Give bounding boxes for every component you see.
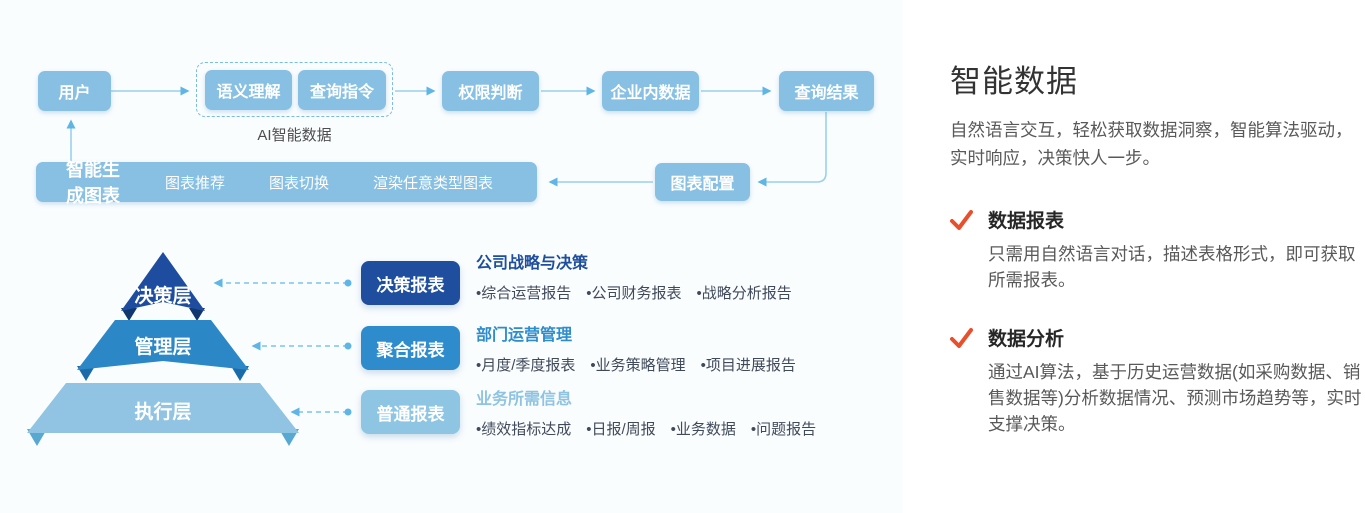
report-desc-normal: 业务所需信息 •绩效指标达成 •日报/周报 •业务数据 •问题报告 (476, 391, 896, 439)
report-button-normal: 普通报表 (361, 390, 460, 434)
flow-node-semantic: 语义理解 (205, 70, 292, 110)
pyramid-mid-foot-right (231, 366, 249, 381)
pyramid: 决策层 管理层 执行层 (27, 252, 299, 446)
arrow-result-to-config (757, 112, 827, 187)
report-desc-title: 公司战略与决策 (476, 255, 589, 272)
page-title: 智能数据 (950, 64, 1078, 99)
diagram-panel: 决策层 管理层 执行层 用户 语义理解 查询指令 AI智能数据 权限判断 企业内… (27, 62, 896, 446)
report-button-aggregate: 聚合报表 (361, 326, 460, 370)
generate-feature-recommend: 图表推荐 (164, 174, 225, 192)
report-desc-items: •绩效指标达成 •日报/周报 •业务数据 •问题报告 (476, 421, 817, 438)
feature-title: 数据报表 (988, 211, 1065, 233)
ai-group-label: AI智能数据 (257, 127, 332, 144)
report-desc-title: 业务所需信息 (476, 391, 573, 408)
pyramid-label-decision: 决策层 (134, 284, 191, 307)
feature-list: 数据报表 只需用自然语言对话，描述表格形式，即可获取所需报表。 数据分析 通过A… (950, 206, 1362, 437)
flow-arrows (66, 86, 827, 187)
flow-node-query-result: 查询结果 (779, 71, 874, 111)
diagram-overlay: 决策层 管理层 执行层 (27, 86, 827, 446)
feature-title: 数据分析 (988, 329, 1065, 351)
feature-data-report: 数据报表 只需用自然语言对话，描述表格形式，即可获取所需报表。 (950, 206, 1362, 294)
pyramid-label-execution: 执行层 (134, 400, 191, 423)
report-desc-aggregate: 部门运营管理 •月度/季度报表 •业务策略管理 •项目进展报告 (476, 327, 896, 375)
info-panel: 智能数据 自然语言交互，轻松获取数据洞察，智能算法驱动，实时响应，决策快人一步。… (950, 56, 1362, 468)
pyramid-connectors (213, 278, 348, 417)
flow-node-permission: 权限判断 (442, 71, 539, 111)
pyramid-top-foot-right (189, 308, 205, 321)
flow-node-query-cmd: 查询指令 (298, 70, 386, 110)
pyramid-top-foot-left (121, 308, 137, 321)
pyramid-bottom-foot-left (27, 429, 47, 446)
pyramid-level-execution (27, 383, 299, 433)
dot-execution (344, 408, 352, 416)
report-desc-decision: 公司战略与决策 •综合运营报告 •公司财务报表 •战略分析报告 (476, 255, 896, 303)
feature-body: 只需用自然语言对话，描述表格形式，即可获取所需报表。 (988, 244, 1356, 291)
check-icon (950, 328, 973, 349)
check-icon (950, 210, 973, 231)
connector-dots (344, 279, 352, 416)
report-desc-items: •月度/季度报表 •业务策略管理 •项目进展报告 (476, 357, 796, 374)
dot-decision (344, 279, 352, 287)
report-button-decision: 决策报表 (361, 261, 460, 305)
dot-management (344, 342, 352, 350)
flow-node-generate-charts: 智能生成图表 图表推荐 图表切换 渲染任意类型图表 (36, 160, 537, 206)
report-desc-title: 部门运营管理 (476, 327, 573, 344)
pyramid-label-management: 管理层 (134, 335, 191, 358)
pyramid-level-decision (121, 252, 205, 311)
generate-feature-switch: 图表切换 (268, 174, 329, 192)
generate-feature-render: 渲染任意类型图表 (372, 174, 493, 192)
pyramid-level-management (77, 320, 249, 370)
intro-text: 自然语言交互，轻松获取数据洞察，智能算法驱动，实时响应，决策快人一步。 (950, 120, 1353, 168)
generate-charts-title: 智能生成图表 (66, 160, 120, 206)
feature-data-analysis: 数据分析 通过AI算法，基于历史运营数据(如采购数据、销售数据等)分析数据情况、… (950, 324, 1362, 438)
feature-body: 通过AI算法，基于历史运营数据(如采购数据、销售数据等)分析数据情况、预测市场趋… (988, 362, 1362, 434)
pyramid-mid-foot-left (77, 366, 95, 381)
feature-header: 数据报表 (950, 206, 1362, 233)
flow-node-user: 用户 (38, 71, 111, 111)
pyramid-bottom-foot-right (279, 429, 299, 446)
feature-header: 数据分析 (950, 324, 1362, 351)
ai-group-box: 语义理解 查询指令 (196, 62, 393, 117)
flow-node-enterprise-data: 企业内数据 (602, 71, 699, 111)
report-desc-items: •综合运营报告 •公司财务报表 •战略分析报告 (476, 285, 792, 302)
flow-node-chart-config: 图表配置 (655, 163, 750, 201)
